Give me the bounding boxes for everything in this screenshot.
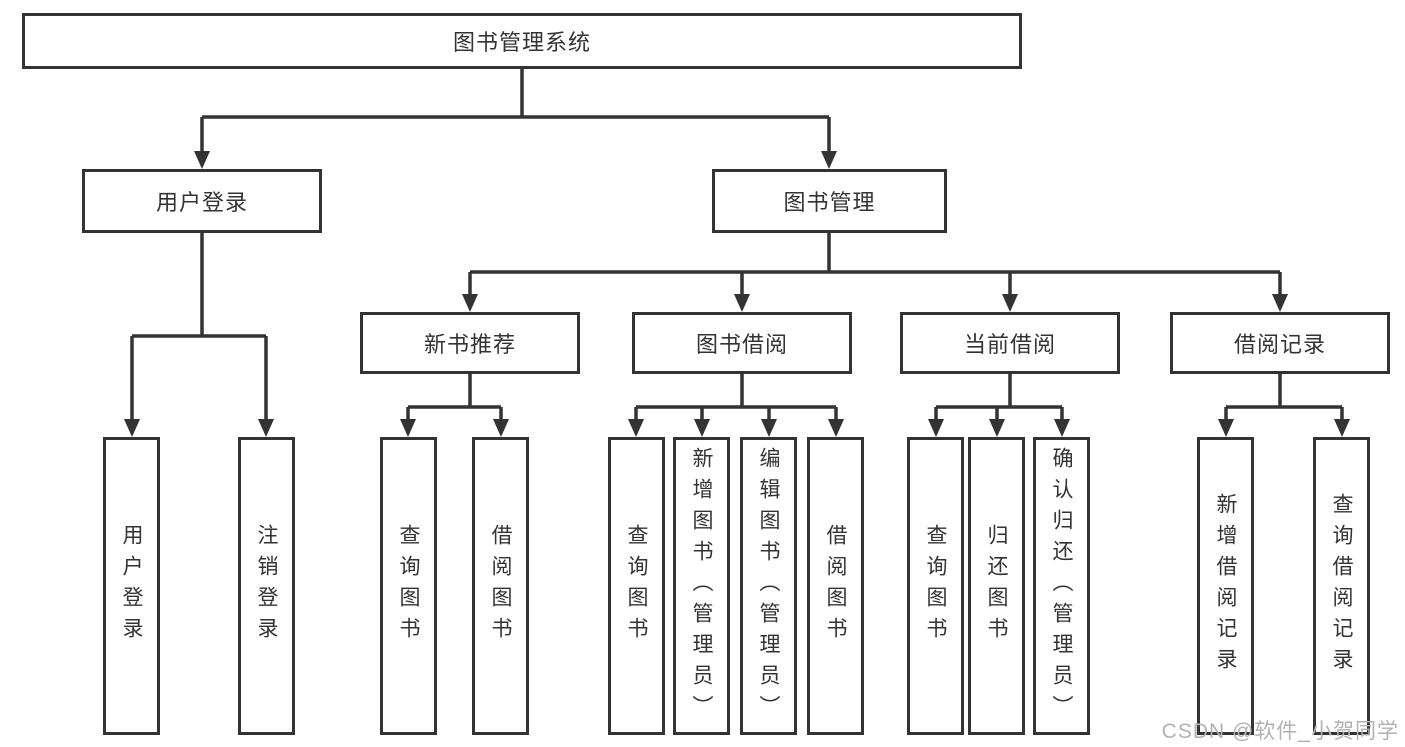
node-label: 图书借阅 bbox=[695, 332, 788, 357]
node-label: 用户登录 bbox=[155, 190, 248, 215]
node-label: 编辑图书（管理员） bbox=[757, 446, 780, 726]
connector-borrowrecord-to-leaves bbox=[1224, 374, 1344, 420]
node-label: 查询图书 bbox=[924, 524, 947, 648]
node-label: 图书管理系统 bbox=[452, 30, 591, 55]
node-book-management: 图书管理 bbox=[712, 169, 947, 233]
node-leaf-logout: 注销登录 bbox=[238, 437, 295, 735]
node-label: 新增借阅记录 bbox=[1214, 493, 1237, 679]
connector-bookmgmt-to-level3 bbox=[468, 233, 1282, 295]
node-leaf-confirm-return-admin: 确认归还（管理员） bbox=[1033, 437, 1090, 735]
node-label: 查询图书 bbox=[625, 524, 648, 648]
node-label: 用户登录 bbox=[120, 524, 143, 648]
node-label: 借阅图书 bbox=[489, 524, 512, 648]
node-book-borrow: 图书借阅 bbox=[632, 312, 852, 374]
connector-root-to-level2 bbox=[200, 69, 831, 152]
node-current-borrow: 当前借阅 bbox=[900, 312, 1120, 374]
node-leaf-query-book-3: 查询图书 bbox=[907, 437, 964, 735]
connector-currentborrow-to-leaves bbox=[934, 374, 1064, 420]
node-label: 新书推荐 bbox=[423, 332, 516, 357]
node-label: 注销登录 bbox=[255, 524, 278, 648]
node-leaf-return-book: 归还图书 bbox=[968, 437, 1025, 735]
node-leaf-add-book-admin: 新增图书（管理员） bbox=[673, 437, 730, 735]
node-user-login: 用户登录 bbox=[82, 169, 322, 233]
node-leaf-borrow-book-1: 借阅图书 bbox=[472, 437, 529, 735]
node-leaf-query-book-2: 查询图书 bbox=[608, 437, 665, 735]
node-label: 借阅记录 bbox=[1233, 332, 1326, 357]
node-label: 查询图书 bbox=[397, 524, 420, 648]
node-leaf-add-borrow-record: 新增借阅记录 bbox=[1197, 437, 1254, 735]
node-leaf-query-book-1: 查询图书 bbox=[380, 437, 437, 735]
node-root: 图书管理系统 bbox=[22, 13, 1022, 69]
connector-newbook-to-leaves bbox=[406, 374, 503, 420]
node-label: 当前借阅 bbox=[963, 332, 1056, 357]
node-label: 借阅图书 bbox=[824, 524, 847, 648]
node-label: 归还图书 bbox=[985, 524, 1008, 648]
node-leaf-user-login: 用户登录 bbox=[103, 437, 160, 735]
node-leaf-edit-book-admin: 编辑图书（管理员） bbox=[740, 437, 797, 735]
node-new-book-recommend: 新书推荐 bbox=[360, 312, 580, 374]
node-label: 图书管理 bbox=[783, 190, 876, 215]
csdn-watermark: CSDN @软件_小贺同学 bbox=[1161, 720, 1399, 743]
node-leaf-query-borrow-record: 查询借阅记录 bbox=[1313, 437, 1370, 735]
node-label: 新增图书（管理员） bbox=[690, 446, 713, 726]
node-leaf-borrow-book-2: 借阅图书 bbox=[807, 437, 864, 735]
connector-bookborrow-to-leaves bbox=[634, 374, 838, 420]
node-borrow-record: 借阅记录 bbox=[1170, 312, 1390, 374]
node-label: 查询借阅记录 bbox=[1330, 493, 1353, 679]
node-label: 确认归还（管理员） bbox=[1050, 446, 1073, 726]
connector-userlogin-to-leaves bbox=[130, 233, 268, 420]
